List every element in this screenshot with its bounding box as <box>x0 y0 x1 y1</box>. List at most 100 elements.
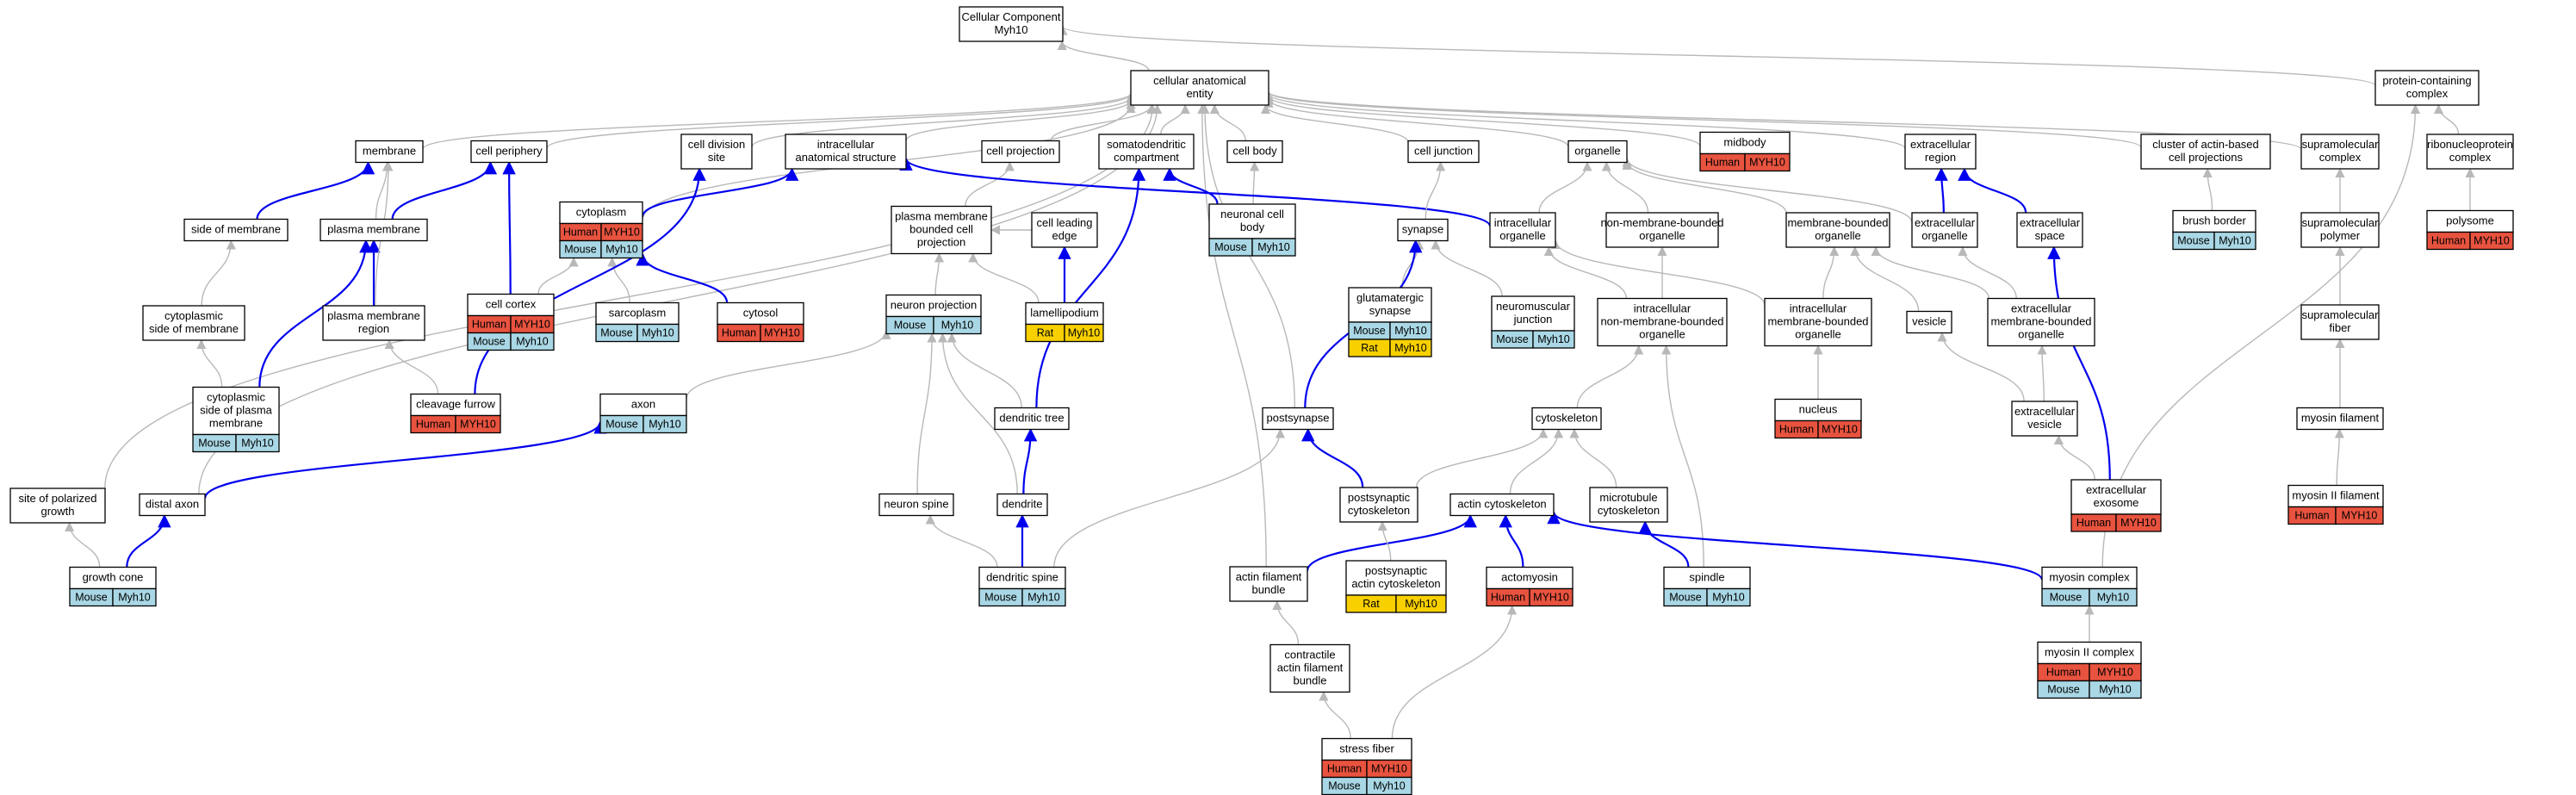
term-node-sidemem[interactable]: side of membrane <box>183 218 289 242</box>
edge-stressfiber-to-actomyosin <box>1391 605 1518 739</box>
term-node-celljunc[interactable]: cell junction <box>1407 140 1480 164</box>
term-node-membrane[interactable]: membrane <box>355 140 424 164</box>
edge-cytsidemem-to-sidemem <box>201 239 236 307</box>
term-node-cellproj[interactable]: cell projection <box>981 140 1060 164</box>
term-node-synapse[interactable]: synapse <box>1397 218 1449 242</box>
edge-intorg-to-organelle <box>1538 161 1592 214</box>
term-node-distalaxon[interactable]: distal axon <box>139 493 206 517</box>
term-node-cellperiph[interactable]: cell periphery <box>470 140 548 164</box>
term-node-myosinfil[interactable]: myosin filament <box>2296 407 2384 431</box>
term-box <box>1904 134 1977 170</box>
term-node-actincyt[interactable]: actin cytoskeleton <box>1449 493 1555 517</box>
term-node-cytoskeleton[interactable]: cytoskeleton <box>1531 407 1602 431</box>
term-label-line: dendritic spine <box>986 571 1058 584</box>
term-node-postsynapse[interactable]: postsynapse <box>1262 407 1334 431</box>
edge-cellperiph-to-cae <box>546 93 1136 149</box>
edge-dendrite-to-neuronproj <box>937 332 1018 494</box>
gene-label: Myh10 <box>118 592 151 604</box>
term-label-line: neuron projection <box>891 299 977 312</box>
term-box <box>1486 566 1574 590</box>
edge-membrane-to-cae <box>422 92 1136 150</box>
term-node-dendtree[interactable]: dendritic tree <box>994 407 1070 431</box>
term-label-line: stress fiber <box>1339 742 1394 755</box>
term-node-dendrite[interactable]: dendrite <box>996 493 1048 517</box>
term-node-intnonmem[interactable]: intracellularnon-membrane-boundedorganel… <box>1597 297 1728 347</box>
term-box <box>2041 566 2138 590</box>
term-node-plasmamem[interactable]: plasma membrane <box>320 218 428 242</box>
term-label-line: organelle <box>1921 229 1968 242</box>
term-label-line: somatodendritic <box>1107 138 1186 151</box>
term-box <box>410 393 501 417</box>
term-label-line: extracellular <box>2020 216 2081 229</box>
edge-intmembound-to-intorg <box>1550 239 1766 306</box>
edge-microtub-to-cytoskeleton <box>1569 428 1617 488</box>
term-node-organelle[interactable]: organelle <box>1567 140 1628 164</box>
term-node-neuronspine[interactable]: neuron spine <box>878 493 954 517</box>
term-node-vesicle[interactable]: vesicle <box>1906 310 1952 334</box>
edge-distalaxon-to-axon <box>203 420 607 499</box>
term-label-line: contractile <box>1284 649 1335 661</box>
term-label-line: organelle <box>2018 328 2064 341</box>
term-label-line: non-membrane-bounded <box>1600 315 1723 328</box>
species-label: Mouse <box>198 438 231 450</box>
term-node-cellbody[interactable]: cell body <box>1226 140 1283 164</box>
